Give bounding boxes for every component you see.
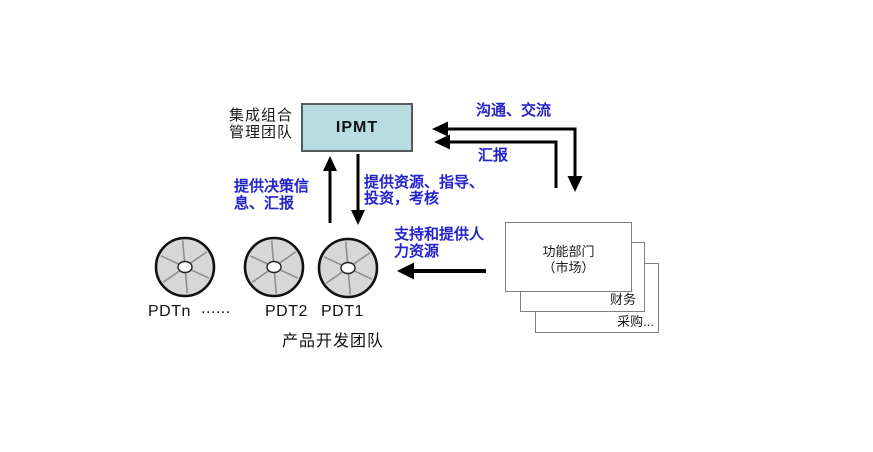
- dept-label-functional: 功能部门: [542, 244, 595, 259]
- dept-label-finance: 财务: [609, 292, 636, 307]
- resources-arrow-down: [351, 154, 365, 225]
- pdt-label-pdtn: PDTn: [148, 303, 191, 320]
- pdt-wheel-icon-pdt1: [317, 237, 379, 299]
- ipmt-box: IPMT: [301, 103, 413, 152]
- decision-info-label: 提供决策信 息、汇报: [234, 178, 309, 212]
- dept-label-market: （市场）: [542, 260, 595, 275]
- ipmt-box-label: IPMT: [335, 118, 379, 136]
- communicate-label: 沟通、交流: [476, 102, 552, 119]
- resources-label: 提供资源、指导、 投资，考核: [364, 175, 484, 207]
- pdt-caption: 产品开发团队: [282, 333, 385, 350]
- support-arrow-left: [397, 262, 486, 280]
- ipmt-side-label-line2: 管理团队: [229, 124, 294, 141]
- support-label: 支持和提供人 力资源: [394, 226, 484, 260]
- report-arrow: [434, 134, 558, 188]
- arrowhead-down-icon: [351, 210, 365, 225]
- decision-arrow-up: [323, 156, 337, 223]
- arrowhead-left-icon: [397, 262, 414, 280]
- pdt-label-pdt2: PDT2: [265, 303, 308, 320]
- pdt-ellipsis-label: ......: [201, 300, 231, 317]
- pdt-label-pdt1: PDT1: [321, 303, 364, 320]
- support-line2: 力资源: [394, 243, 440, 260]
- dept-box-market: 功能部门 （市场）: [505, 222, 632, 292]
- pdt-wheel-icon-pdt2: [243, 236, 305, 298]
- arrowhead-left-icon: [432, 121, 448, 137]
- communicate-arrow: [432, 121, 583, 192]
- pdt-wheel-icon-pdtn: [154, 236, 216, 298]
- resources-line1: 提供资源、指导、: [364, 174, 485, 191]
- decision-info-line1: 提供决策信: [234, 178, 310, 195]
- ipmt-side-label: 集成组合 管理团队: [229, 107, 293, 141]
- ipmt-side-label-line1: 集成组合: [229, 107, 294, 124]
- dept-label-procurement: 采购...: [617, 314, 654, 329]
- resources-line2: 投资，考核: [364, 190, 440, 207]
- decision-info-line2: 息、汇报: [234, 195, 295, 212]
- support-line1: 支持和提供人: [394, 226, 485, 243]
- arrowhead-up-icon: [323, 156, 337, 171]
- report-label: 汇报: [478, 147, 509, 164]
- arrowhead-down-icon: [567, 176, 583, 192]
- arrowhead-left-icon: [434, 134, 450, 150]
